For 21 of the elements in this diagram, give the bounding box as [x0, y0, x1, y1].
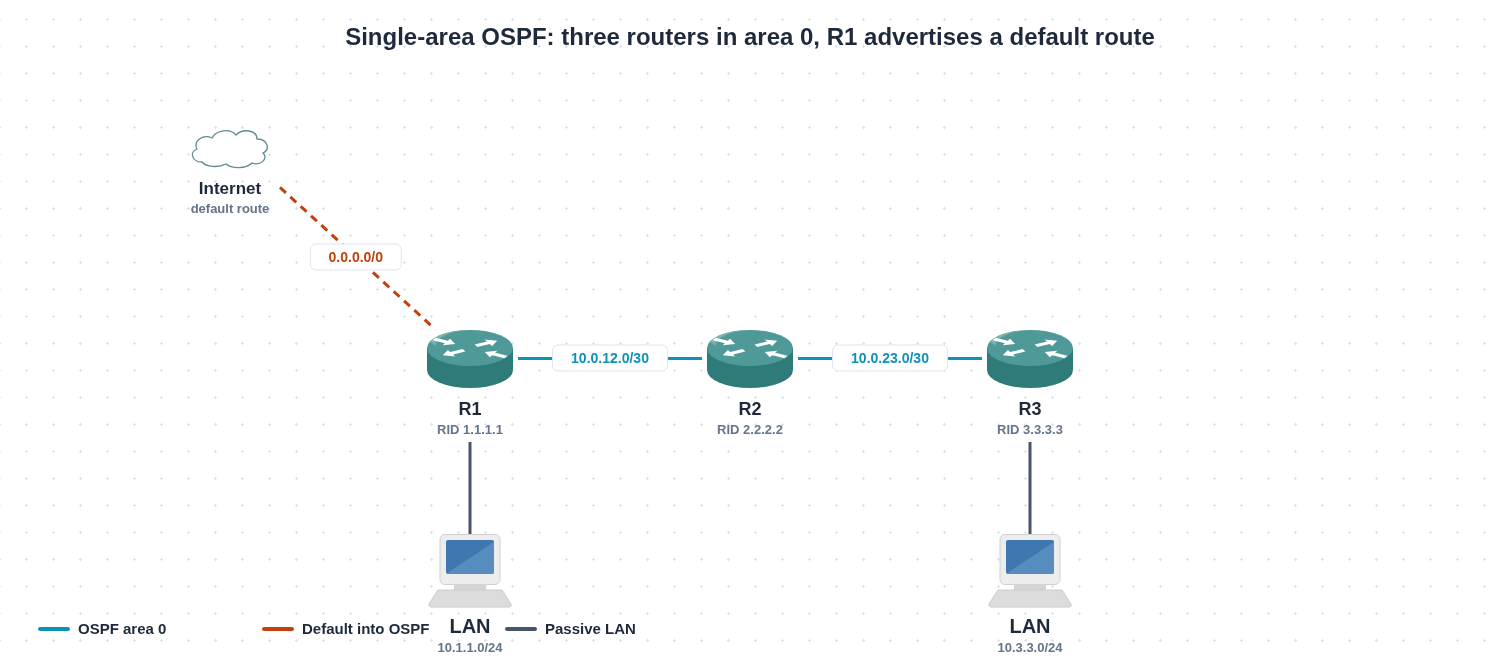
link-line [1028, 442, 1032, 534]
link-line [468, 442, 472, 534]
node-label: R2 [738, 398, 762, 420]
node-label: LAN [449, 614, 491, 638]
edge-label: 10.0.12.0/30 [552, 344, 668, 372]
legend-text: Default into OSPF [302, 620, 430, 638]
node-sublabel: 10.1.1.0/24 [437, 640, 503, 656]
node-sublabel: 10.3.3.0/24 [997, 640, 1063, 656]
node-label: LAN [1009, 614, 1051, 638]
edge-label: 10.0.23.0/30 [832, 344, 948, 372]
node-label: Internet [198, 178, 262, 199]
node-label: R3 [1018, 398, 1042, 420]
node-label: R1 [458, 398, 482, 420]
node-sublabel: RID 2.2.2.2 [717, 422, 783, 438]
node-sublabel: RID 3.3.3.3 [997, 422, 1063, 438]
node-sublabel: RID 1.1.1.1 [437, 422, 503, 438]
legend-text: Passive LAN [545, 620, 636, 638]
diagram-title: Single-area OSPF: three routers in area 0, R1 advertises a default route [345, 22, 1155, 52]
edge-label: 0.0.0.0/0 [309, 243, 403, 271]
legend-text: OSPF area 0 [78, 620, 167, 638]
node-sublabel: default route [190, 201, 270, 217]
